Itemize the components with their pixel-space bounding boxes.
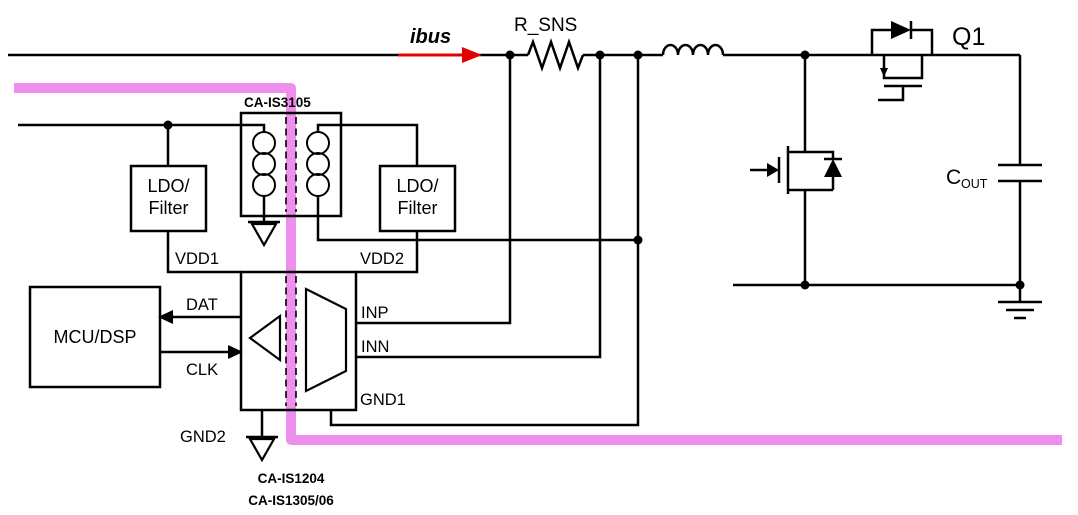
output-ground-symbol — [998, 285, 1042, 320]
transformer-ground-triangle — [250, 222, 278, 248]
q1-body-diode-branch — [870, 28, 934, 55]
junction-dot — [800, 50, 810, 60]
q1-diode-triangle — [891, 21, 911, 39]
inn-pin-label: INN — [361, 338, 389, 356]
vdd1-pin-label: VDD1 — [175, 250, 219, 268]
cout-leads — [998, 55, 1042, 285]
primary-coil-loop — [252, 173, 276, 197]
transformer-right-return-lead — [316, 196, 638, 242]
clk-pin-label: CLK — [186, 361, 218, 379]
q1-channel — [882, 55, 924, 80]
isolation-barrier-path — [14, 83, 1062, 445]
ldo-filter-left-box — [129, 164, 208, 233]
dat-pin-label: DAT — [186, 296, 218, 314]
junction-dots — [163, 50, 1025, 290]
vdd2-lead — [356, 231, 419, 274]
shunt-resistor-symbol — [526, 38, 585, 72]
mcu-dsp-box — [28, 285, 162, 389]
ldo-filter-right-box — [378, 164, 457, 233]
junction-dot — [1015, 280, 1025, 290]
ca-is1204-label: CA-IS1204 — [258, 471, 325, 486]
junction-dot — [163, 120, 173, 130]
modulator-internal-symbols — [248, 287, 348, 393]
junction-dot — [633, 235, 643, 245]
arrowheads-and-diodes — [158, 21, 911, 359]
ca-is3105-label: CA-IS3105 — [244, 95, 311, 110]
gnd2-pin-label: GND2 — [180, 428, 226, 446]
inn-wire — [356, 55, 602, 359]
primary-coil-loop — [252, 131, 276, 155]
inp-pin-label: INP — [361, 304, 389, 322]
output-buffer-triangle — [248, 313, 282, 363]
ca-is1305-label: CA-IS1305/06 — [248, 493, 334, 508]
vdd2-pin-label: VDD2 — [360, 250, 404, 268]
modulator-chip-box — [239, 270, 358, 412]
junction-dot — [800, 280, 810, 290]
gnd1-pin-label: GND1 — [360, 391, 406, 409]
q1-channel-arrow — [880, 68, 888, 77]
q1-gate — [878, 84, 922, 102]
ldo-filter-left-label-line2: Filter — [149, 198, 189, 218]
transformer-right-top-lead — [316, 123, 419, 166]
current-arrowhead — [462, 47, 482, 63]
ls-fet-gate-arrow — [767, 163, 779, 177]
ldo-filter-right-label-line1: LDO/ — [396, 176, 438, 196]
clk-arrowhead — [228, 345, 243, 359]
junction-dot — [633, 50, 643, 60]
cout-label: C — [946, 166, 961, 189]
transformer-windings — [252, 131, 330, 197]
junction-dot — [505, 50, 515, 60]
vdd1-lead — [166, 231, 241, 274]
junction-dot — [595, 50, 605, 60]
bus-current-arrow — [398, 47, 482, 63]
ibus-label: ibus — [410, 26, 451, 48]
inductor-symbol — [661, 43, 725, 56]
secondary-coil-loop — [306, 131, 330, 155]
ldo-filter-right-label-line2: Filter — [398, 198, 438, 218]
adc-trapezoid — [304, 287, 348, 393]
isolation-dashed-lines — [285, 117, 297, 406]
input-supply-wire — [18, 123, 266, 132]
dcdc-transformer-box — [239, 111, 343, 218]
gnd2-ground-triangle — [248, 437, 276, 463]
ldo-filter-left-label-line1: LDO/ — [147, 176, 189, 196]
secondary-coil-loop — [306, 152, 330, 176]
q1-label: Q1 — [952, 23, 985, 51]
ground-triangles — [248, 222, 278, 463]
block-outlines — [28, 111, 457, 412]
ls-fet-diode-triangle — [824, 159, 842, 177]
cout-subscript: OUT — [961, 177, 988, 191]
ls-fet-source-lead — [788, 188, 833, 285]
ls-fet-drain-lead — [788, 55, 807, 154]
shunt-resistor-label: R_SNS — [514, 15, 577, 36]
wire-layer — [8, 21, 1042, 439]
inp-wire — [356, 55, 512, 325]
dat-arrowhead — [158, 310, 173, 324]
mcu-dsp-label: MCU/DSP — [53, 327, 136, 347]
secondary-coil-loop — [306, 173, 330, 197]
primary-coil-loop — [252, 152, 276, 176]
